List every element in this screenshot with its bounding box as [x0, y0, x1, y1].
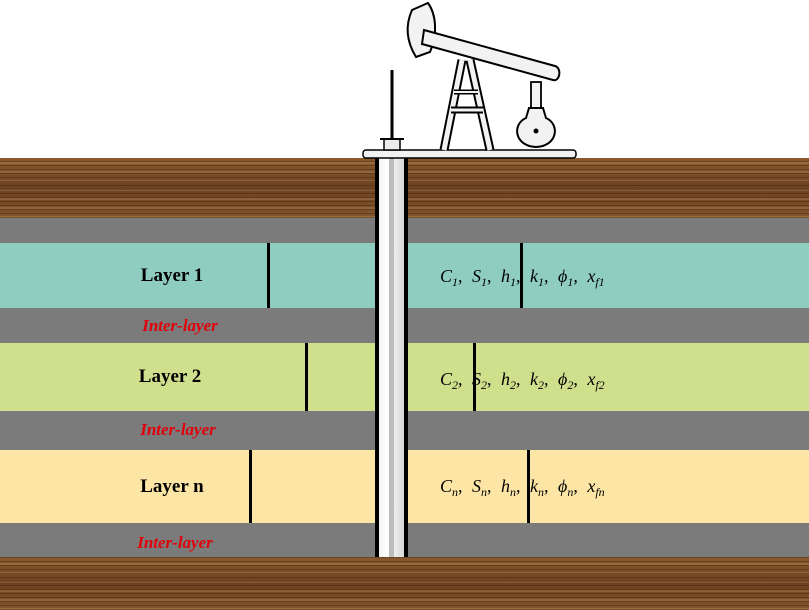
pumpjack-icon [362, 1, 577, 159]
prop-c: C [440, 369, 453, 389]
layer-n-label: Layer n [140, 476, 204, 497]
prop-s-sub: 2 [481, 378, 488, 392]
prop-c: C [440, 476, 453, 496]
interlayer-label-1: Inter-layer [142, 316, 218, 335]
prop-h-sub: 1 [510, 275, 517, 289]
prop-h: h [501, 266, 511, 286]
prop-h-sub: 2 [510, 378, 517, 392]
fracture-layer-n-right [527, 450, 530, 523]
wellbore-icon [375, 158, 408, 557]
bottom-soil [0, 557, 809, 610]
prop-x-sub: f2 [595, 378, 605, 392]
fracture-layer-1-right [520, 243, 523, 308]
prop-k: k [530, 369, 539, 389]
layer-n-properties: Cn, Sn, hn, kn, ϕn, xfn [440, 476, 605, 499]
interlayer-label-3: Inter-layer [137, 533, 213, 552]
layer-2-properties: C2, S2, h2, k2, ϕ2, xf2 [440, 369, 605, 392]
prop-phi: ϕ [558, 266, 568, 286]
prop-x: x [587, 369, 596, 389]
prop-k: k [530, 266, 539, 286]
prop-s: S [472, 266, 482, 286]
fracture-layer-2-left [305, 343, 308, 411]
prop-k-sub: n [538, 485, 545, 499]
layer-2-label: Layer 2 [138, 366, 202, 387]
prop-c: C [440, 266, 453, 286]
prop-s-sub: 1 [481, 275, 488, 289]
prop-h: h [501, 369, 511, 389]
prop-s-sub: n [481, 485, 488, 499]
prop-k-sub: 1 [538, 275, 545, 289]
prop-c-sub: 1 [452, 275, 459, 289]
fracture-layer-1-left [267, 243, 270, 308]
prop-s: S [472, 476, 482, 496]
prop-phi-sub: 1 [567, 275, 574, 289]
prop-h-sub: n [510, 485, 517, 499]
prop-x: x [587, 266, 596, 286]
prop-s: S [472, 369, 482, 389]
prop-phi-sub: 2 [567, 378, 574, 392]
prop-phi: ϕ [558, 369, 568, 389]
layer-1-properties: C1, S1, h1, k1, ϕ1, xf1 [440, 266, 605, 289]
prop-x-sub: f1 [595, 275, 605, 289]
prop-x-sub: fn [595, 485, 605, 499]
prop-phi: ϕ [558, 476, 568, 496]
layer-1-label: Layer 1 [140, 265, 204, 286]
prop-k-sub: 2 [538, 378, 545, 392]
prop-c-sub: n [452, 485, 459, 499]
tubing [389, 158, 394, 557]
prop-x: x [587, 476, 596, 496]
interlayer-label-2: Inter-layer [140, 420, 216, 439]
fracture-layer-n-left [249, 450, 252, 523]
prop-c-sub: 2 [452, 378, 459, 392]
prop-phi-sub: n [567, 485, 574, 499]
prop-k: k [530, 476, 539, 496]
prop-h: h [501, 476, 511, 496]
fracture-layer-2-right [473, 343, 476, 411]
